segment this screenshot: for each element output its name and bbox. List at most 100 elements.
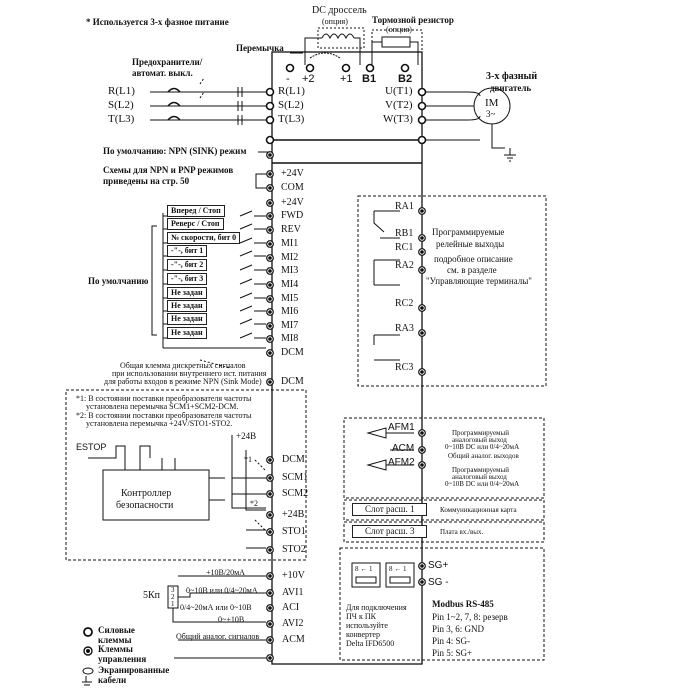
afm2-desc-1: Программируемый [452, 466, 509, 474]
legend-control-1: Клеммы [98, 644, 133, 654]
dc-plus2: +2 [302, 73, 315, 85]
estop-label: ESTOP [76, 442, 107, 452]
control-terminal-dot [420, 463, 424, 467]
control-terminal-dot [268, 548, 272, 552]
modbus-pin-1: Pin 1~2, 7, 8: резерв [432, 612, 508, 622]
control-terminal-dot [420, 268, 424, 272]
control-terminal-dot [268, 214, 272, 218]
pot-pin-3: 3 [171, 586, 175, 594]
slot3-desc: Плата вх./вых. [440, 528, 484, 536]
analog-input-terminal-label: +10V [282, 570, 305, 581]
port2-label: 8 ← 1 [389, 565, 407, 573]
digital-input-switch [239, 223, 266, 230]
modbus-note-5: Delta IFD6500 [346, 639, 395, 648]
safety-terminal-label: SCM2 [282, 488, 309, 499]
safety-terminal-label: DCM [282, 454, 305, 465]
relay-terminal-label: RA2 [395, 260, 414, 271]
digital-terminal-label: DCM [281, 347, 304, 358]
relay-terminal-label: RC1 [395, 242, 414, 253]
control-terminal-dot [420, 250, 424, 254]
terminal-u: U(T1) [385, 85, 413, 97]
legend-shield-1: Экранированные [98, 665, 170, 675]
safety-terminal-label: STO1 [282, 526, 306, 537]
terminal-r: R(L1) [278, 85, 305, 97]
port1-label: 8 ← 1 [355, 565, 373, 573]
npn-pnp-note-1: Схемы для NPN и PNP режимов [103, 165, 234, 175]
afm1-desc-3: 0~10В DC или 0/4~20мA [445, 443, 520, 451]
modbus-pin-3: Pin 4: SG- [432, 636, 471, 646]
digital-terminal-label: MI6 [281, 306, 299, 317]
control-terminal-dot [268, 351, 272, 355]
control-terminal-dot [268, 256, 272, 260]
pot-pin-2: 2 [171, 593, 175, 601]
control-terminal-dot [268, 201, 272, 205]
common-note-1: Общая клемма дискретных сигналов [120, 361, 246, 370]
control-terminal-dot [420, 580, 424, 584]
brake-resistor-option: (опция) [386, 25, 412, 34]
digital-terminal-label: +24V [281, 197, 304, 208]
digital-function-label: Не задан [167, 300, 207, 312]
default-mode: По умолчанию: NPN (SINK) режим [103, 146, 247, 156]
modbus-note-3: используйте [346, 621, 388, 630]
afm1-label: AFM1 [388, 422, 415, 433]
analog-input-terminal-label: ACM [282, 634, 305, 645]
relay-desc-1: Программируемые [432, 227, 505, 237]
control-terminal-dot [268, 324, 272, 328]
control-terminal-dot [268, 638, 272, 642]
control-terminal-dot [268, 458, 272, 462]
modbus-note-2: ПЧ к ПК [346, 612, 376, 621]
relay-desc-2: релейные выходы [436, 239, 505, 249]
modbus-title: Modbus RS-485 [432, 599, 494, 609]
control-terminal-dot [268, 269, 272, 273]
slot3-label: Слот расш. 3 [352, 525, 428, 538]
terminal-s: S(L2) [278, 99, 304, 111]
digital-function-label: Вперед / Стоп [167, 205, 225, 217]
control-terminal-dot [268, 310, 272, 314]
digital-input-switch [239, 292, 266, 299]
digital-input-switch [239, 318, 266, 325]
acm-desc: Общий аналог. выходов [448, 452, 519, 460]
sg-plus-label: SG+ [428, 560, 449, 571]
relay-terminal-label: RA1 [395, 201, 414, 212]
digital-terminal-label: MI2 [281, 252, 299, 263]
legend-power-2: клеммы [98, 635, 132, 645]
control-terminal-dot [268, 606, 272, 610]
relay-desc-4: см. в разделе [447, 265, 497, 275]
control-terminal-dot [268, 172, 272, 176]
ain-label-4: 0~+10В [218, 615, 245, 624]
relay-desc-3: подробное описание [434, 254, 513, 264]
afm1-desc-1: Программируемый [452, 429, 509, 437]
afm2-label: AFM2 [388, 457, 415, 468]
safety-terminal-label: +24B [282, 509, 305, 520]
digital-input-switch [239, 250, 266, 257]
brake-resistor-label: Тормозной резистор [372, 15, 454, 25]
control-terminal-dot [420, 236, 424, 240]
slot1-desc: Коммуникационная карта [440, 506, 517, 514]
pot-pin-1: 1 [171, 600, 175, 608]
safety-mark-2: *2 [250, 499, 258, 508]
motor-symbol: IM [485, 97, 499, 109]
digital-terminal-label: MI3 [281, 265, 299, 276]
digital-input-switch [239, 210, 266, 217]
ain-label-1: +10В/20мА [206, 568, 245, 577]
controller-label-1: Контроллер [121, 488, 172, 499]
control-terminal-dot [268, 530, 272, 534]
modbus-pin-4: Pin 5: SG+ [432, 648, 473, 658]
sg-minus-label: SG - [428, 577, 449, 588]
digital-terminal-label: REV [281, 224, 301, 235]
relay-terminal-label: RC3 [395, 362, 414, 373]
fuses-label-1: Предохранители/ [132, 57, 203, 67]
safety-mark-1: *1 [244, 455, 252, 464]
control-terminal-dot [268, 574, 272, 578]
afm2-desc-3: 0~10В DC или 0/4~20мA [445, 480, 520, 488]
control-terminal-dot [268, 242, 272, 246]
digital-terminal-label: MI7 [281, 320, 299, 331]
ain-label-5: Общий аналог. сигналов [176, 632, 260, 641]
safety-note-1b: установлена перемычка SCM1+SCM2-DCM. [86, 402, 239, 411]
safety-terminal-label: STO2 [282, 544, 306, 555]
controller-label-2: безопасности [116, 500, 174, 511]
control-terminal-dot [268, 228, 272, 232]
digital-terminal-label: FWD [281, 210, 304, 221]
analog-input-terminal-label: ACI [282, 602, 300, 613]
